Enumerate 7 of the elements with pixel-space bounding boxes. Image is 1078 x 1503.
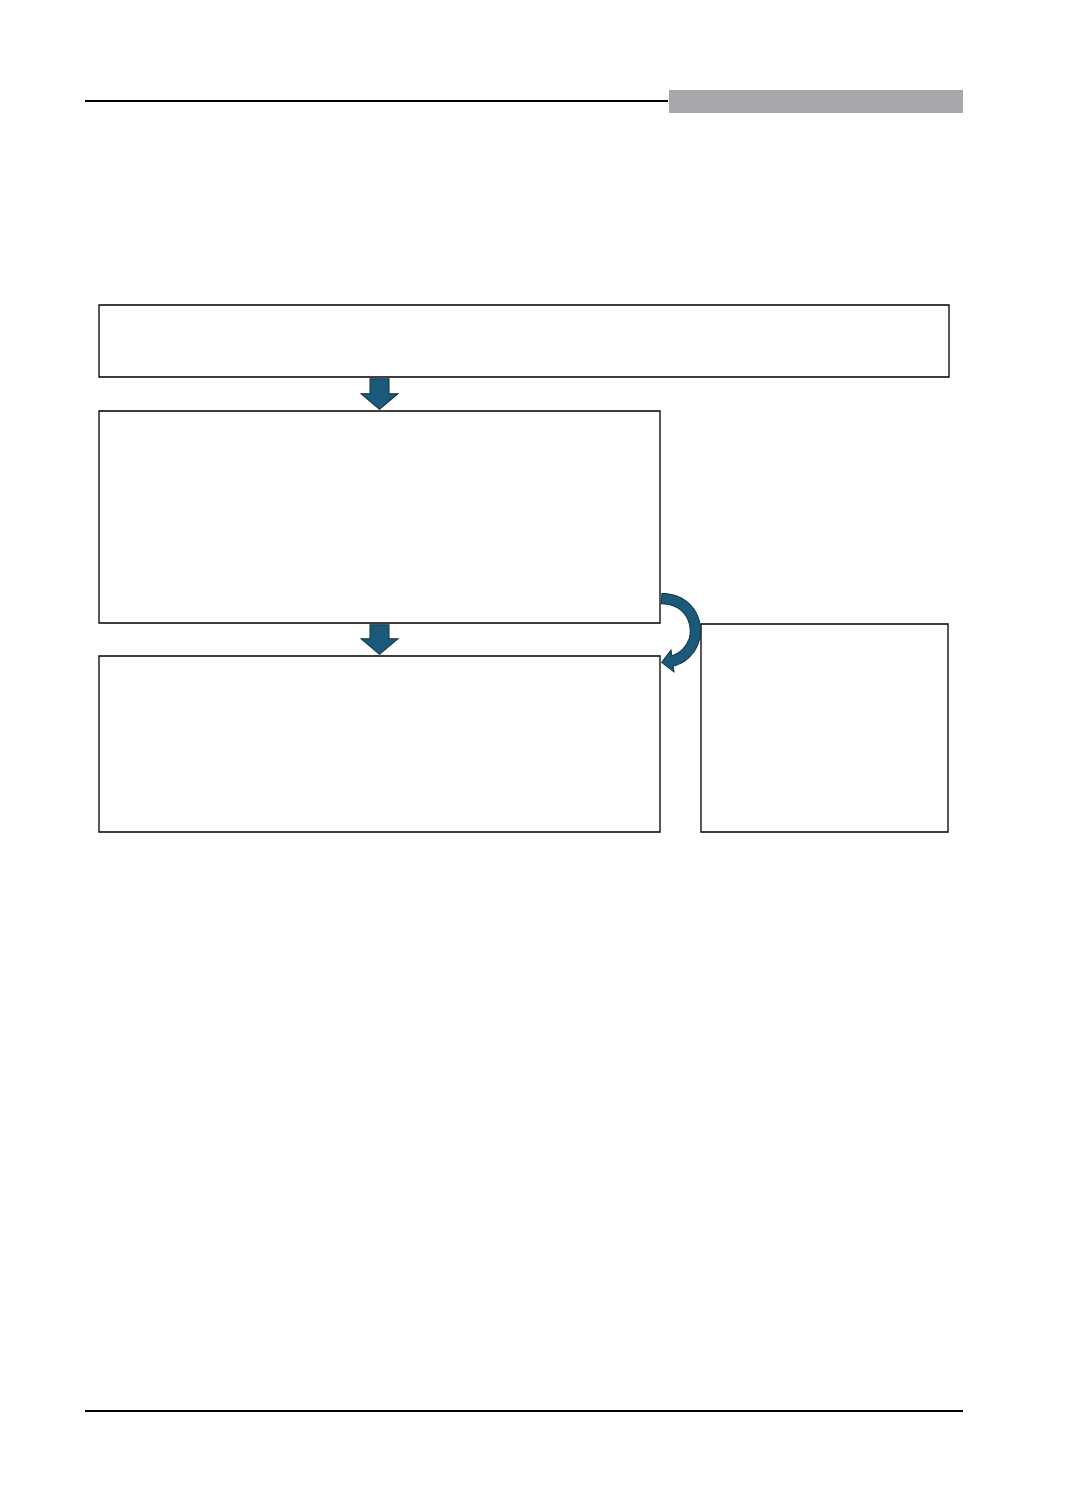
empty-box (98, 410, 661, 624)
empty-box (98, 304, 950, 378)
empty-box (700, 623, 949, 833)
block-arrow (360, 378, 399, 410)
block-arrow (360, 624, 399, 655)
curved-arrow (660, 592, 702, 673)
empty-box (98, 655, 661, 833)
